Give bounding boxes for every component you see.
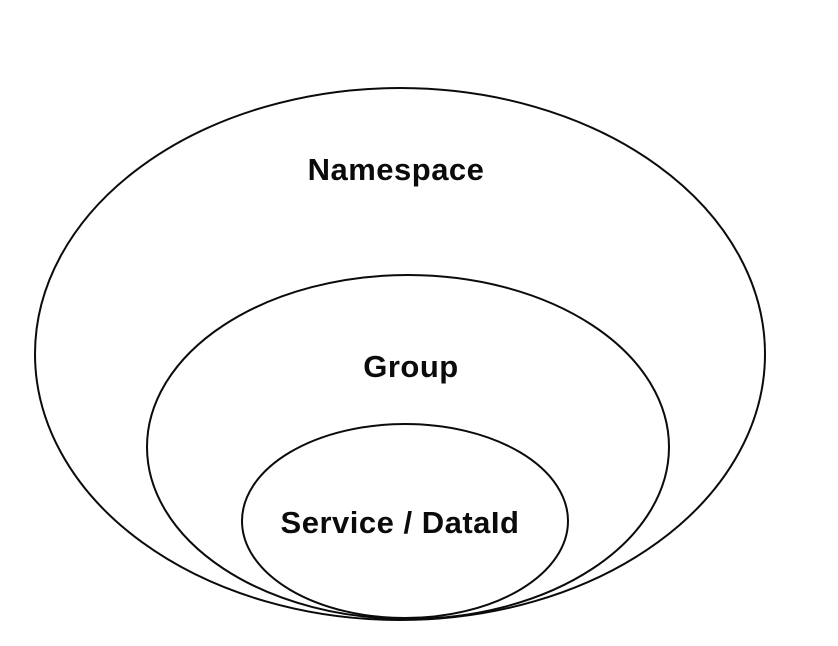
- middle-ellipse-group: [146, 274, 670, 620]
- group-label: Group: [363, 349, 459, 384]
- outer-ellipse-namespace: [34, 87, 766, 621]
- inner-ellipse-service-dataid: [241, 423, 569, 619]
- service-dataid-label: Service / DataId: [280, 505, 520, 540]
- namespace-label: Namespace: [307, 152, 485, 187]
